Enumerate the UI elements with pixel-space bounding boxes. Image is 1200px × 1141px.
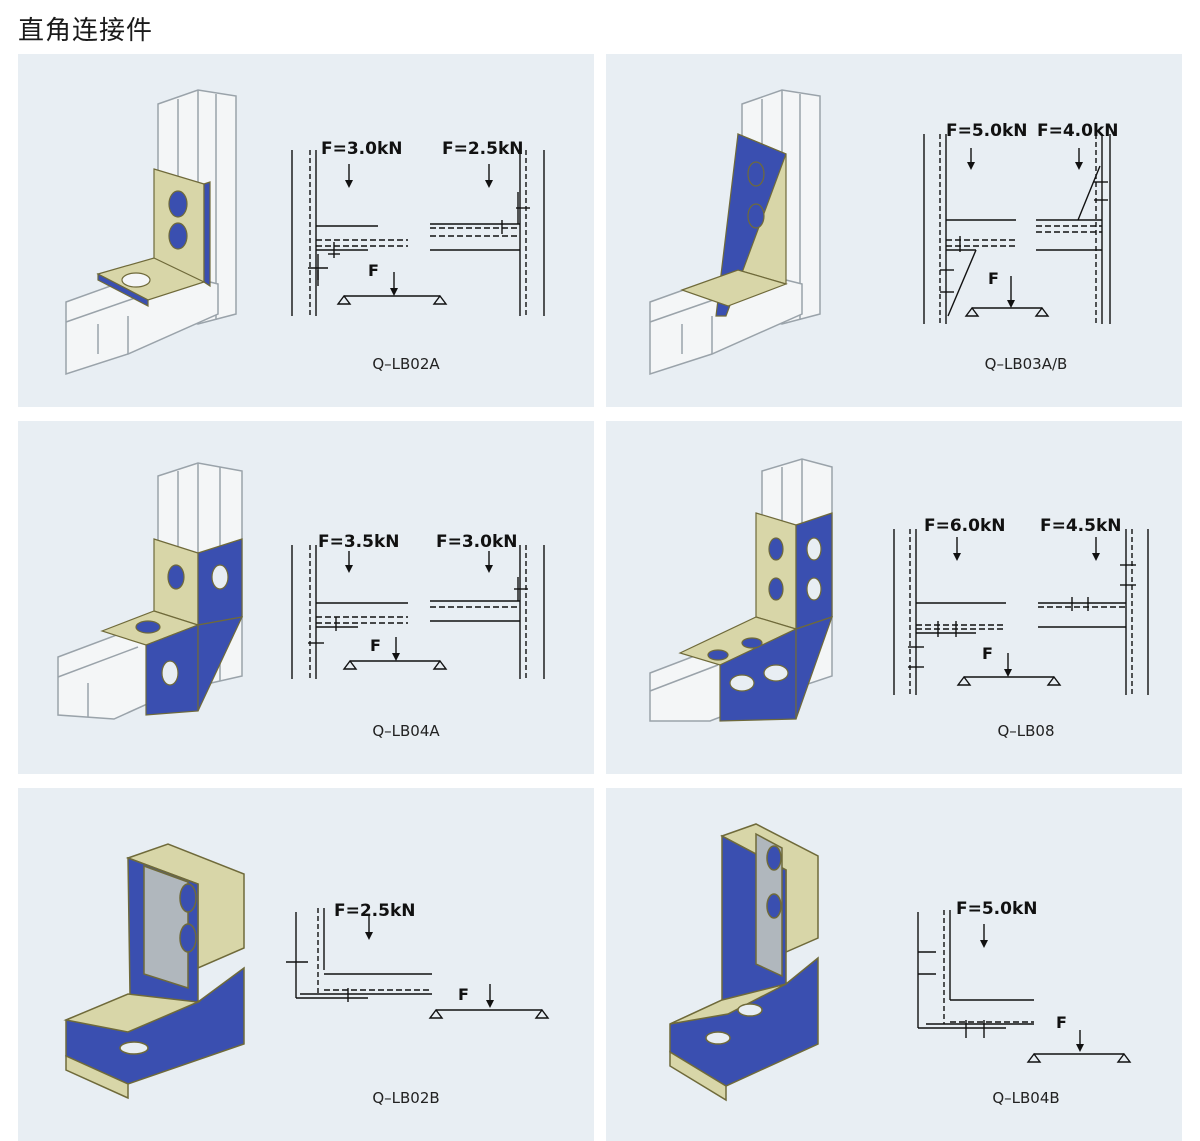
page-title: 直角连接件 bbox=[18, 16, 154, 46]
bracket-shape bbox=[63, 843, 245, 1100]
bracket-shape bbox=[96, 168, 211, 307]
load-label: F bbox=[458, 985, 469, 1004]
product-panel-lb04a: F=3.5kN F=3.0kN F Q–LB04A bbox=[18, 421, 594, 774]
force-label: F=4.0kN bbox=[1037, 121, 1119, 141]
bracket-shape bbox=[678, 512, 833, 722]
force-label: F=3.5kN bbox=[318, 532, 400, 552]
product-panel-lb08: F=6.0kN F=4.5kN F Q–LB08 bbox=[606, 421, 1182, 774]
bracket-shape bbox=[680, 133, 788, 317]
force-label: F=3.0kN bbox=[436, 532, 518, 552]
product-illustration: F=3.5kN F=3.0kN F bbox=[57, 462, 545, 720]
product-illustration: F=5.0kN F=4.0kN F bbox=[649, 89, 1119, 376]
product-code: Q–LB02A bbox=[372, 355, 440, 373]
product-panel-lb02b: F=2.5kN F Q–LB02B bbox=[18, 788, 594, 1141]
force-label: F=3.0kN bbox=[321, 139, 403, 159]
force-label: F=4.5kN bbox=[1040, 516, 1122, 536]
product-code: Q–LB03A/B bbox=[984, 355, 1068, 373]
load-label: F bbox=[988, 269, 999, 288]
product-illustration: F=2.5kN F bbox=[63, 843, 550, 1100]
product-illustration: F=5.0kN F bbox=[669, 823, 1132, 1102]
product-illustration: F=3.0kN F=2.5kN F bbox=[65, 89, 545, 376]
load-label: F bbox=[370, 636, 381, 655]
bracket-shape bbox=[100, 538, 244, 716]
product-panel-lb02a: F=3.0kN F=2.5kN F Q–LB02A bbox=[18, 54, 594, 407]
product-panel-lb04b: F=5.0kN F Q–LB04B bbox=[606, 788, 1182, 1141]
product-code: Q–LB04B bbox=[992, 1089, 1060, 1107]
load-label: F bbox=[368, 261, 379, 280]
force-label: F=2.5kN bbox=[442, 139, 524, 159]
load-label: F bbox=[982, 644, 993, 663]
product-code: Q–LB04A bbox=[372, 722, 440, 740]
force-label: F=5.0kN bbox=[956, 899, 1038, 919]
product-code: Q–LB02B bbox=[372, 1089, 440, 1107]
force-label: F=2.5kN bbox=[334, 901, 416, 921]
force-label: F=5.0kN bbox=[946, 121, 1028, 141]
product-illustration: F=6.0kN F=4.5kN F bbox=[649, 458, 1149, 722]
load-label: F bbox=[1056, 1013, 1067, 1032]
product-code: Q–LB08 bbox=[997, 722, 1055, 740]
product-panel-lb03ab: F=5.0kN F=4.0kN F Q–LB03A/B bbox=[606, 54, 1182, 407]
bracket-shape bbox=[669, 823, 819, 1102]
force-label: F=6.0kN bbox=[924, 516, 1006, 536]
